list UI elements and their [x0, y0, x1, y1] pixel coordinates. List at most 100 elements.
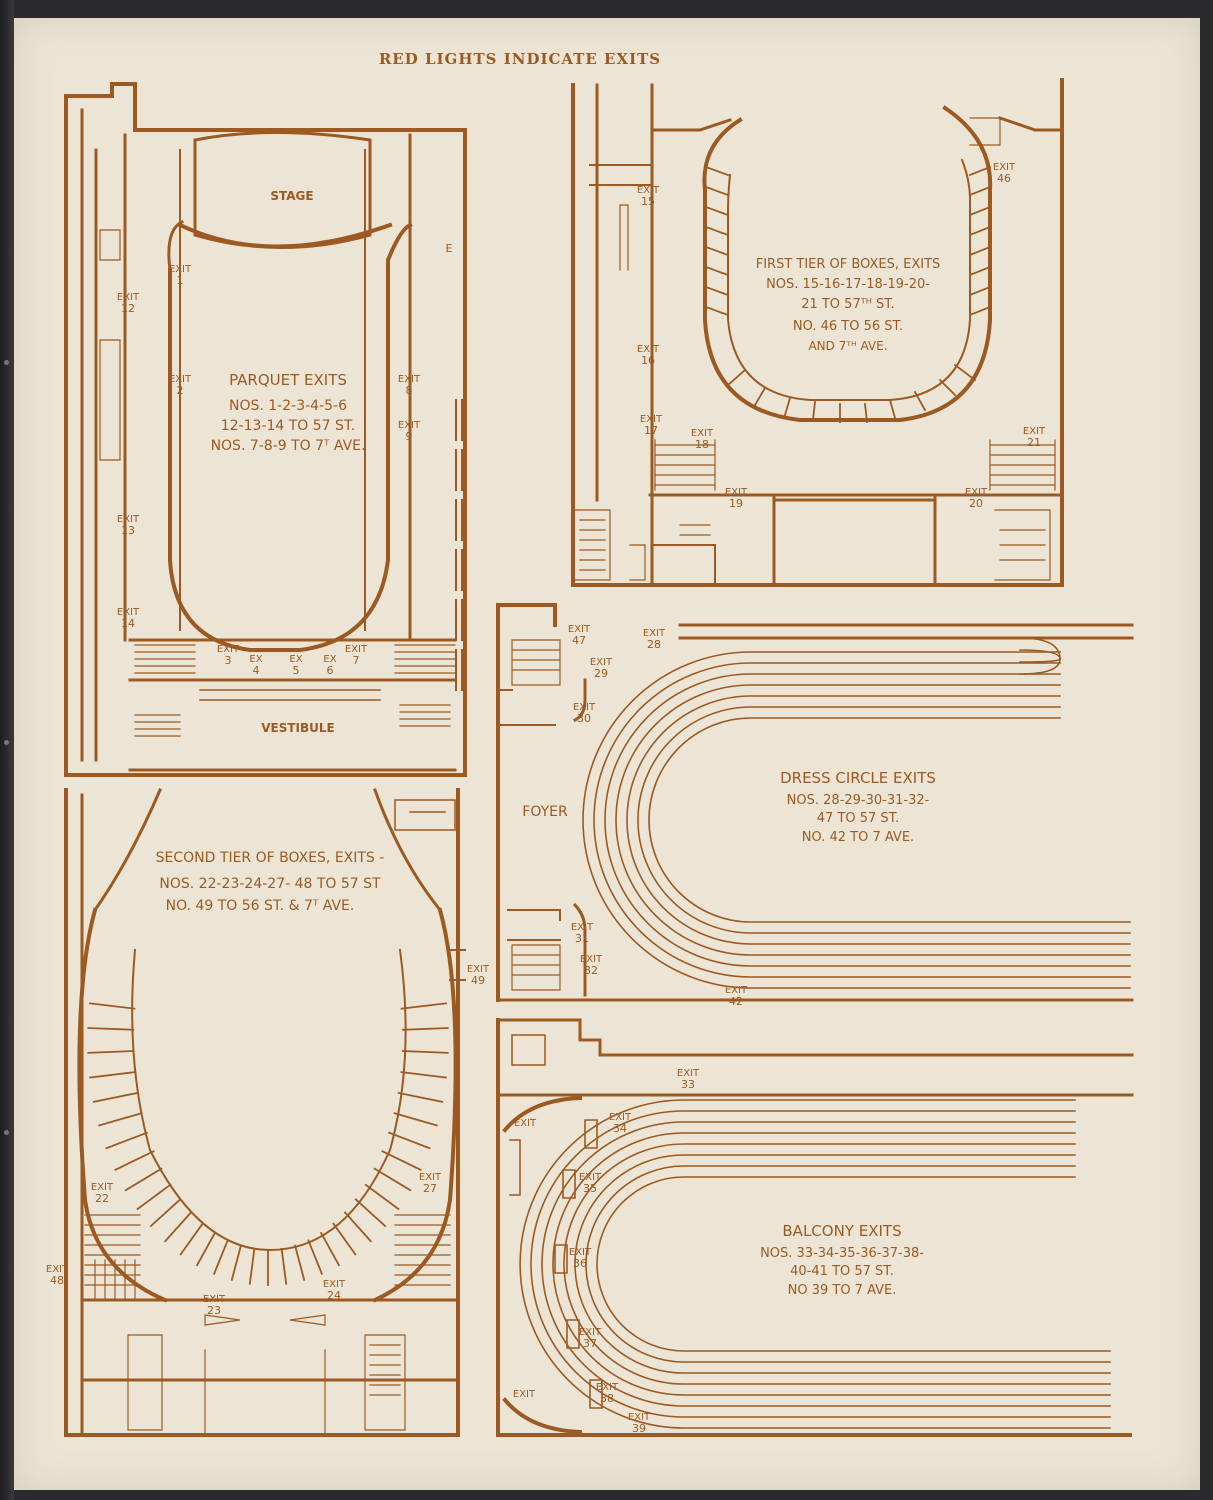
exit-word: EXIT — [677, 1068, 700, 1079]
exit-number: 18 — [695, 438, 709, 451]
dress-circle-row — [1019, 649, 1061, 660]
exit-word: EXIT — [398, 420, 421, 431]
exit-number: 2 — [177, 384, 184, 397]
first-tier-line1: NOS. 15-16-17-18-19-20- — [766, 277, 930, 292]
exit-number: 20 — [969, 497, 983, 510]
parquet-line3: NOS. 7-8-9 TO 7ᵀ AVE. — [211, 438, 366, 454]
parquet-plan: STAGE VESTIBULE PARQUET EXITS NOS. 1-2-3… — [64, 82, 467, 777]
box-divider — [968, 245, 992, 257]
box-divider — [704, 305, 730, 317]
exit-word: EXIT — [513, 1389, 536, 1400]
box-divider — [179, 1222, 204, 1256]
second-tier-title: SECOND TIER OF BOXES, EXITS - — [156, 850, 385, 866]
exit-number: 1 — [177, 274, 184, 287]
exit-number: 33 — [681, 1078, 695, 1091]
box-divider — [381, 1150, 422, 1172]
box-divider — [938, 378, 957, 397]
first-tier-line2: 21 TO 57ᵀᴴ ST. — [801, 297, 895, 312]
balcony-row — [596, 1176, 1111, 1352]
dress-circle-plan: FOYER DRESS CIRCLE EXITS NOS. 28-29-30-3… — [496, 603, 1134, 1002]
box-divider — [704, 205, 730, 217]
second-tier-plan: SECOND TIER OF BOXES, EXITS - NOS. 22-23… — [64, 788, 466, 1437]
dress-circle-row — [593, 662, 1131, 978]
exit-number: 9 — [406, 430, 413, 443]
box-divider — [105, 1131, 149, 1150]
exit-number: 19 — [729, 497, 743, 510]
exit-word: EXIT — [580, 954, 603, 965]
dress-circle-row — [604, 673, 1131, 967]
box-divider — [968, 265, 992, 277]
first-tier-line3: NO. 46 TO 56 ST. — [793, 319, 903, 334]
exit-word: EXIT — [91, 1182, 114, 1193]
box-divider — [294, 1244, 306, 1282]
box-divider — [400, 1002, 447, 1010]
exit-number: 15 — [641, 195, 655, 208]
exit-word: EXIT — [467, 964, 490, 975]
exit-number: 17 — [644, 424, 658, 437]
exit-word: EXIT — [579, 1172, 602, 1183]
exit-number: 23 — [207, 1304, 221, 1317]
exit-number: 5 — [293, 664, 300, 677]
exit-number: 34 — [613, 1122, 627, 1135]
box-divider — [164, 1211, 193, 1243]
exit-number: 12 — [121, 302, 135, 315]
first-tier-title: FIRST TIER OF BOXES, EXITS — [756, 257, 941, 272]
dress-circle-row — [626, 695, 1131, 945]
box-divider — [230, 1244, 242, 1282]
box-divider — [87, 1050, 135, 1054]
exit-word: EXIT — [571, 922, 594, 933]
dress-circle-row — [1019, 658, 1061, 663]
box-divider — [726, 368, 747, 387]
exit-word: EXIT — [568, 624, 591, 635]
binding-hole — [4, 1130, 9, 1135]
balcony-plan: BALCONY EXITS NOS. 33-34-35-36-37-38- 40… — [496, 1018, 1134, 1437]
balcony-title: BALCONY EXITS — [782, 1222, 901, 1240]
exit-word: EXIT — [345, 644, 368, 655]
exit-word: EXIT — [643, 628, 666, 639]
box-divider — [704, 265, 730, 277]
box-divider — [354, 1198, 387, 1228]
exit-word: EXIT — [637, 185, 660, 196]
exit-word: EXIT — [691, 428, 714, 439]
binding-hole — [4, 360, 9, 365]
exit-word: EXIT — [117, 514, 140, 525]
second-tier-line2: NO. 49 TO 56 ST. & 7ᵀ AVE. — [166, 898, 355, 914]
exit-word: EX — [323, 654, 336, 665]
exit-number: 13 — [121, 524, 135, 537]
box-divider — [124, 1167, 163, 1192]
exit-number: 7 — [353, 654, 360, 667]
exit-word: EXIT — [117, 607, 140, 618]
exit-word: EXIT — [637, 344, 660, 355]
parquet-line1: NOS. 1-2-3-4-5-6 — [229, 398, 347, 414]
exit-word: EXIT — [217, 644, 240, 655]
box-divider — [195, 1231, 217, 1267]
exit-word: EXIT — [169, 264, 192, 275]
exit-word: EXIT — [993, 162, 1016, 173]
exit-number: 48 — [50, 1274, 64, 1287]
binding-edge — [0, 0, 14, 1500]
dress-circle-row — [1019, 637, 1061, 660]
box-divider — [401, 1027, 449, 1031]
exit-number: 28 — [647, 638, 661, 651]
exit-number: 35 — [583, 1182, 597, 1195]
balcony-box — [566, 1319, 580, 1349]
exit-number: 47 — [572, 634, 586, 647]
parquet-side-mark: E — [446, 242, 453, 255]
dress-circle-row — [648, 717, 1131, 923]
box-divider — [704, 285, 730, 297]
box-divider — [812, 401, 816, 421]
exit-word: EXIT — [514, 1118, 537, 1129]
balcony-row — [530, 1110, 1111, 1418]
box-divider — [968, 225, 992, 237]
dress-circle-row — [1019, 658, 1061, 675]
box-divider — [364, 1183, 400, 1211]
balcony-box — [589, 1379, 603, 1409]
box-divider — [248, 1247, 256, 1285]
exit-word: EXIT — [203, 1294, 226, 1305]
exit-number: 4 — [253, 664, 260, 677]
box-divider — [280, 1247, 288, 1285]
exit-number: 42 — [729, 995, 743, 1008]
box-divider — [888, 398, 897, 420]
box-divider — [704, 245, 730, 257]
